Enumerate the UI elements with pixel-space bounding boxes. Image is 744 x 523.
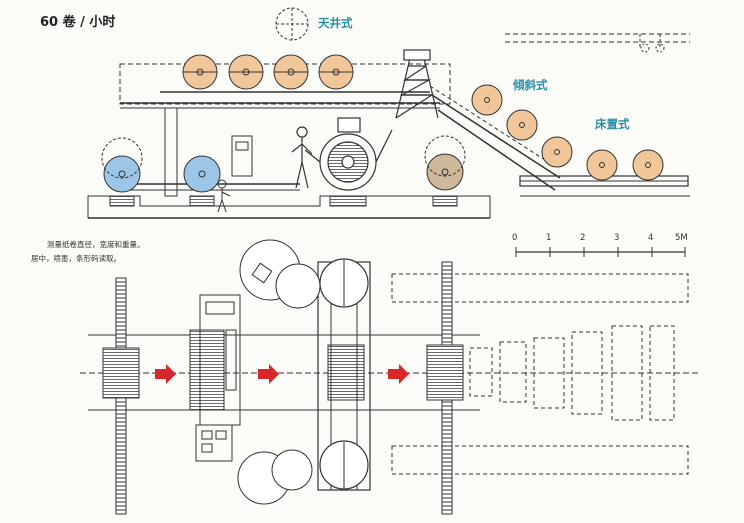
roll-tan (426, 153, 464, 191)
scale-tick-0: 0 (512, 233, 518, 243)
operator-figure (291, 126, 313, 189)
note-line-2: 居中，喷墨，条形码读取。 (31, 254, 121, 263)
roll-block-1 (102, 347, 140, 399)
roll-blue-1 (103, 155, 141, 193)
roll-block-3 (327, 344, 365, 401)
inclined-rolls (471, 84, 573, 168)
phantom-roll-right (424, 135, 466, 177)
label-inclined: 傾斜式 (513, 78, 548, 92)
label-overhead: 天井式 (318, 16, 353, 30)
scale-tick-4: 4 (648, 233, 654, 243)
dashed-layout-right (391, 273, 689, 475)
scale-tick-5: 5M (675, 233, 688, 243)
flow-arrow-3 (388, 364, 409, 384)
flow-arrow-2 (258, 364, 279, 384)
roll-floor-1 (586, 149, 618, 181)
support-column (164, 107, 178, 197)
inclined-conveyor (429, 85, 561, 191)
plan-roll-d (271, 449, 313, 491)
operator-figure-small (217, 179, 231, 213)
roll-inclined-1 (471, 84, 503, 116)
roll-overhead-1 (182, 54, 218, 90)
roll-overhead-4 (318, 54, 354, 90)
phantom-roll-left (101, 137, 143, 179)
plan-roll-b (275, 263, 321, 309)
label-floor: 床置式 (595, 117, 630, 131)
overhead-rolls (182, 54, 354, 90)
wrapping-drum (304, 117, 393, 191)
scale-tick-1: 1 (546, 233, 552, 243)
flow-arrow-1 (155, 364, 176, 384)
elevation-view (87, 7, 690, 219)
roll-block-2 (189, 329, 225, 411)
plan-view (80, 239, 700, 515)
roll-overhead-3 (273, 54, 309, 90)
lifting-mast (395, 49, 439, 119)
dashed-rail-upper-right (505, 33, 690, 43)
flow-arrows (155, 364, 409, 384)
equipment-cabinet (231, 135, 253, 177)
note-line-1: 测量纸卷直径，宽度和重量。 (47, 240, 145, 249)
scale-tick-3: 3 (614, 233, 620, 243)
floor-rolls (586, 149, 664, 181)
scale-bar (515, 247, 686, 257)
roll-floor-2 (632, 149, 664, 181)
roll-block-4 (426, 344, 464, 401)
scale-tick-2: 2 (580, 233, 586, 243)
floor-pit (87, 195, 491, 218)
control-panel (195, 424, 233, 462)
page-title: 60 卷 / 小时 (40, 15, 116, 30)
roll-blue-2 (183, 155, 221, 193)
roll-inclined-2 (506, 109, 538, 141)
roll-inclined-3 (541, 136, 573, 168)
roll-overhead-2 (228, 54, 264, 90)
